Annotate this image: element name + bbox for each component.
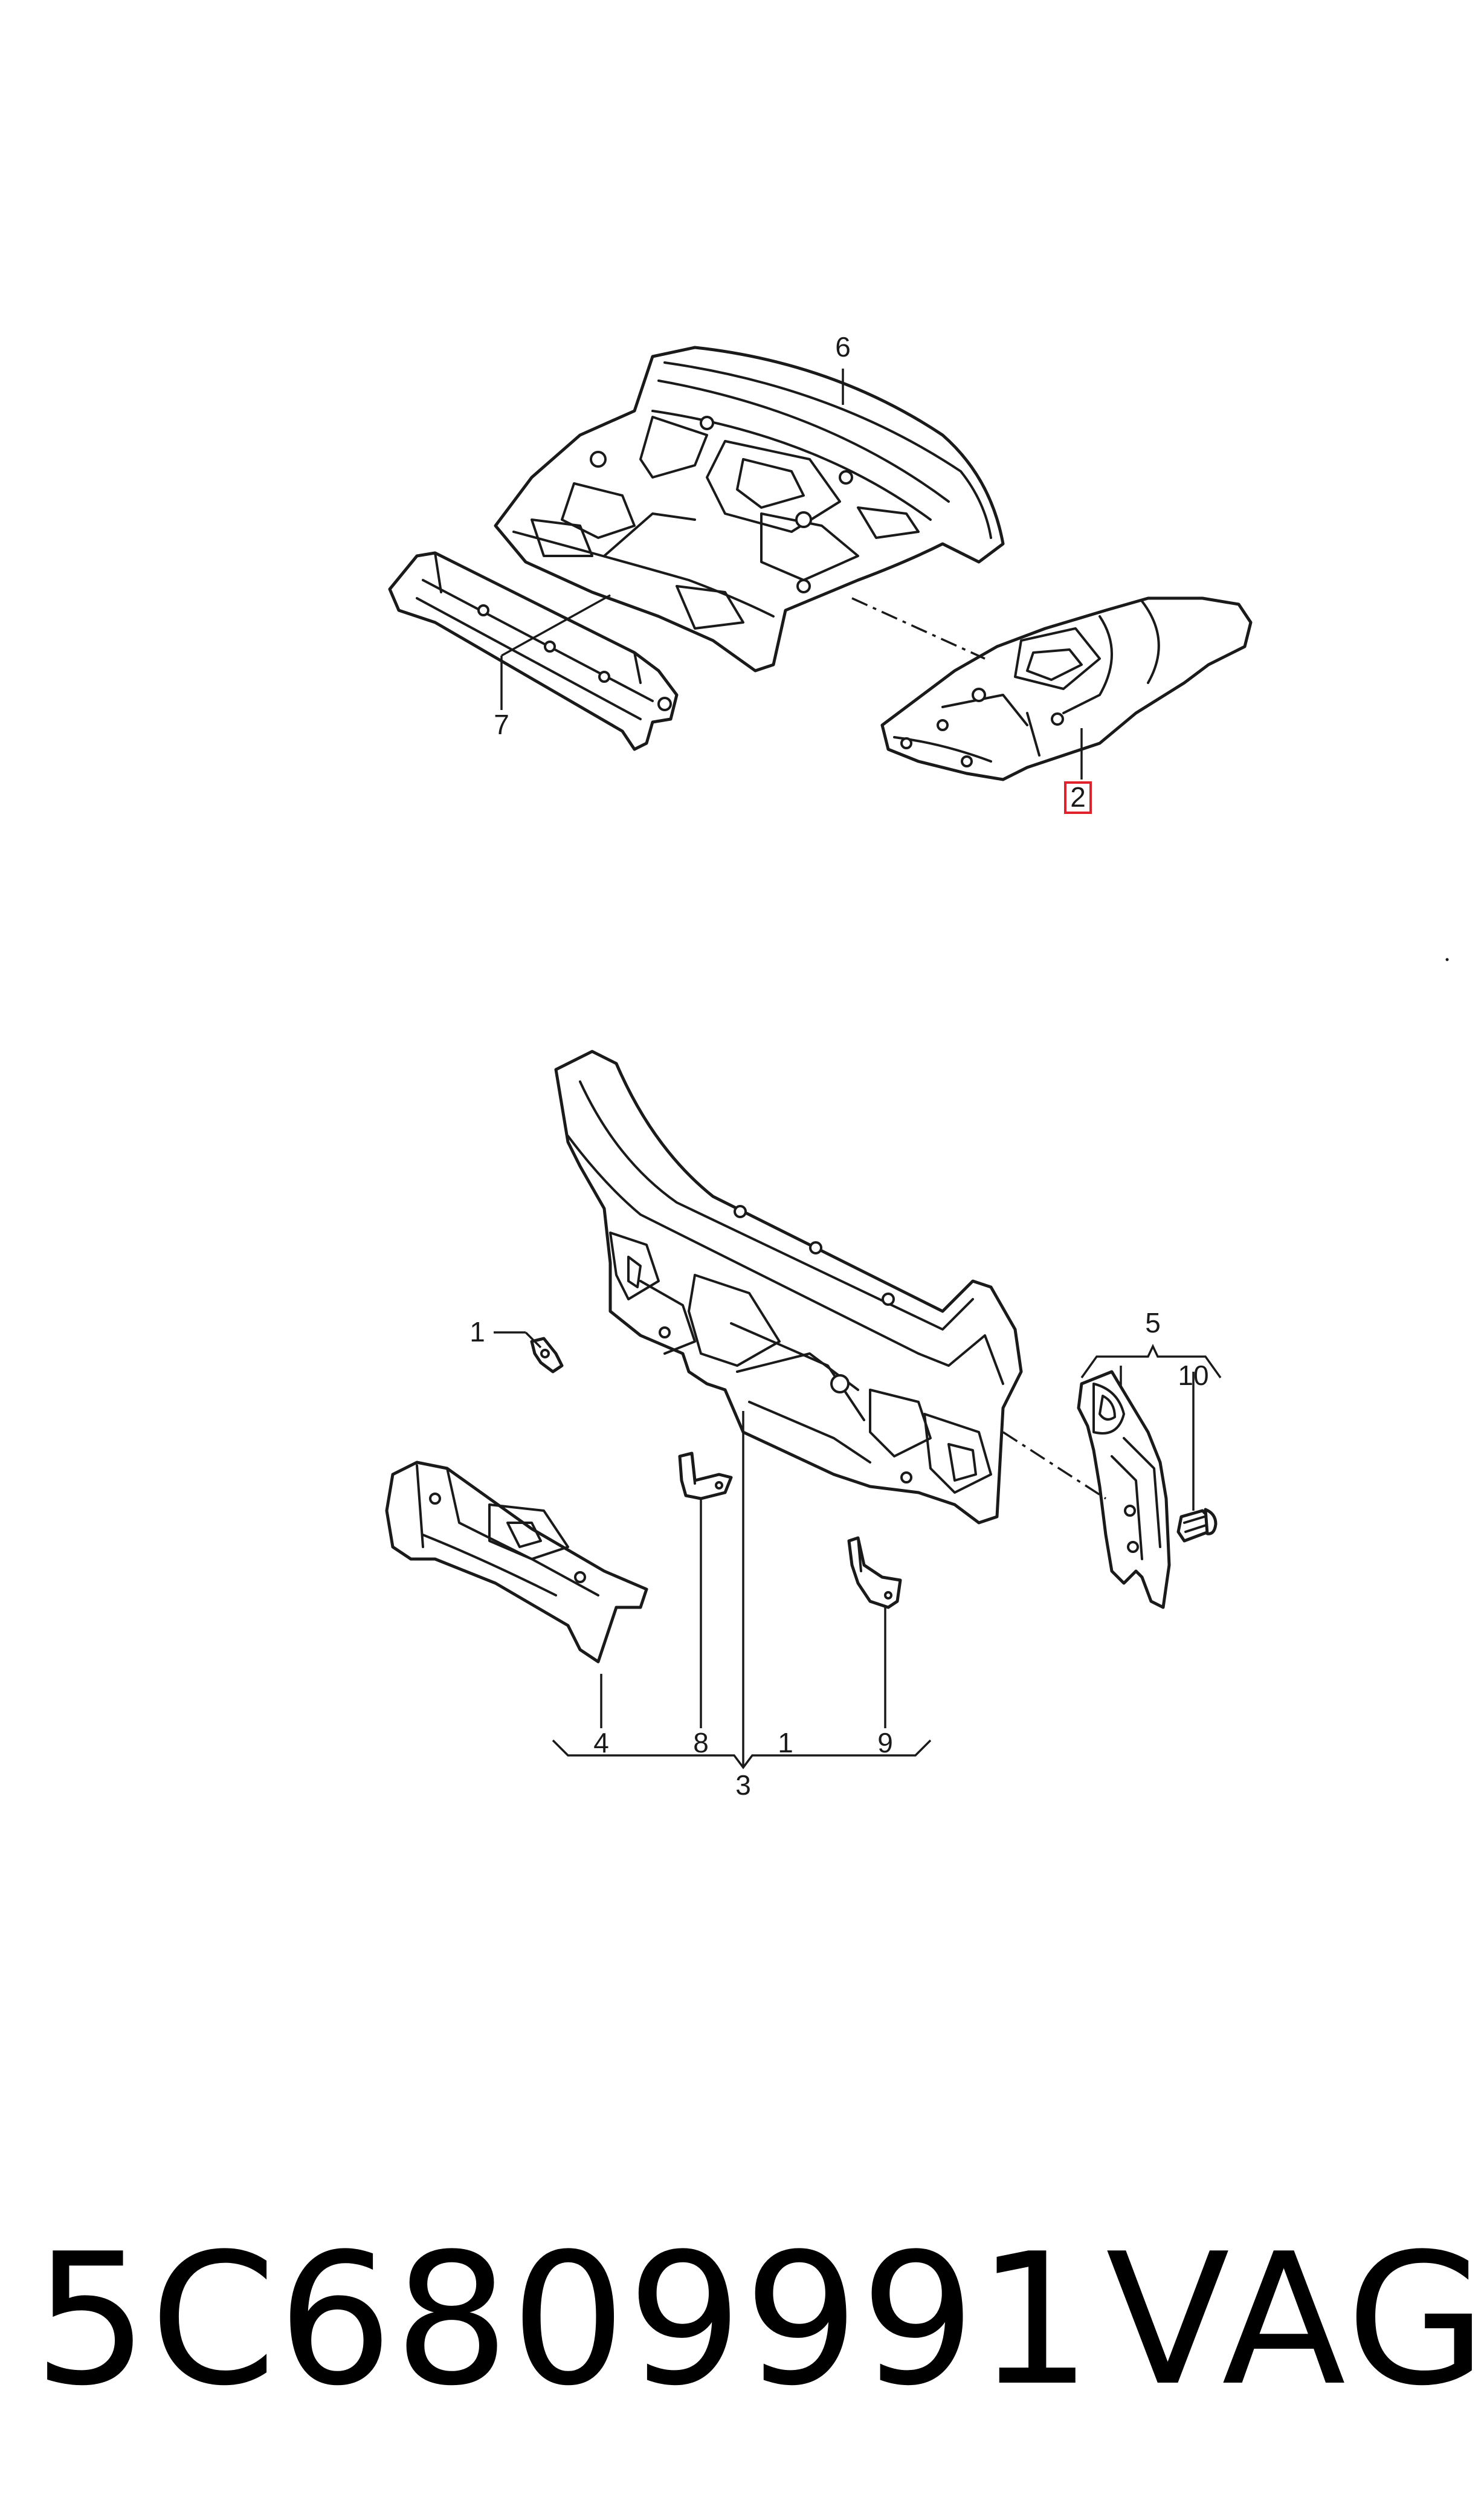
callout-7: 7 bbox=[494, 709, 509, 740]
brand-label: VAG bbox=[1106, 2215, 1484, 2426]
part-2-side-member bbox=[880, 596, 1253, 781]
part-9-bracket bbox=[847, 1536, 902, 1609]
callout-6: 6 bbox=[835, 331, 851, 363]
part-4-corner-panel bbox=[385, 1461, 648, 1664]
callout-10: 10 bbox=[1178, 1360, 1208, 1391]
part-number: 5C6809991 bbox=[33, 2215, 1094, 2426]
callout-1-bottom: 1 bbox=[778, 1727, 793, 1758]
part-8-bracket bbox=[678, 1451, 733, 1500]
upper-leader-lines bbox=[500, 369, 1083, 780]
callout-2: 2 bbox=[1070, 781, 1086, 813]
callout-3: 3 bbox=[735, 1769, 751, 1801]
callout-9: 9 bbox=[877, 1727, 893, 1758]
part-6-rear-floor-panel bbox=[494, 346, 1005, 673]
lower-leader-lines bbox=[494, 1331, 1222, 1769]
callout-4: 4 bbox=[593, 1727, 609, 1758]
part-7-cross-member bbox=[388, 551, 679, 751]
callout-1-left: 1 bbox=[469, 1316, 485, 1348]
callout-2-highlight-box bbox=[1064, 781, 1092, 814]
part-5-side-bracket bbox=[1077, 1370, 1171, 1609]
part-3-rear-panel bbox=[554, 1050, 1023, 1525]
part-10-bolt bbox=[1176, 1508, 1218, 1543]
callout-8: 8 bbox=[693, 1727, 709, 1758]
callout-5: 5 bbox=[1145, 1307, 1161, 1338]
stray-dot bbox=[1445, 958, 1449, 961]
